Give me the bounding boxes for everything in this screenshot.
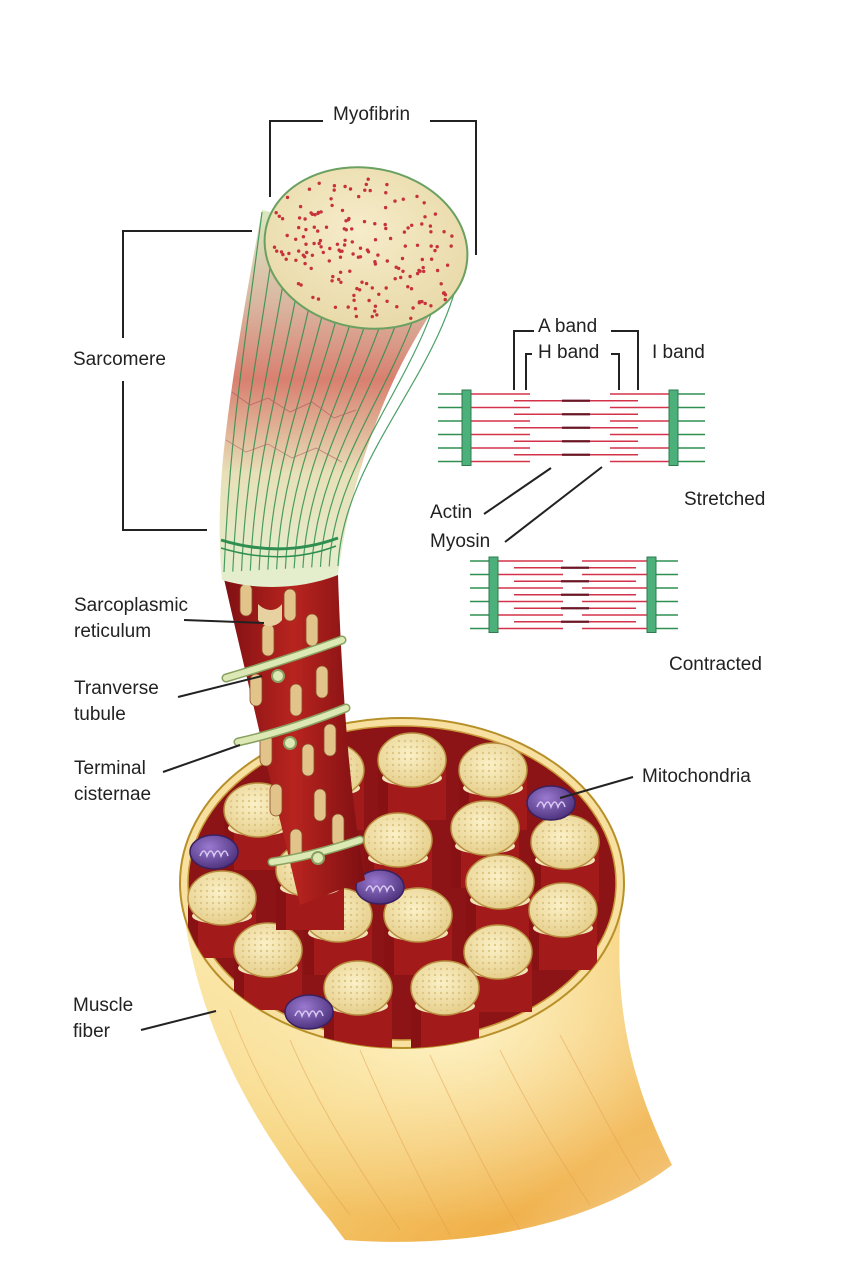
- a-band-label: A band: [538, 316, 598, 337]
- myofibrin-label: Myofibrin: [333, 104, 411, 125]
- actin-label: Actin: [430, 502, 473, 523]
- myosin-leader: [504, 466, 603, 543]
- sr-channel: [323, 723, 337, 757]
- muscle-fiber-leader: [140, 1010, 217, 1031]
- myofibril-cap-filaments: [272, 177, 454, 320]
- muscle-fiber-line1: Muscle: [73, 995, 134, 1016]
- z-disc: [488, 556, 499, 633]
- h-band-bracket-right: [611, 353, 620, 390]
- muscle-fiber-label: Muscle fiber: [73, 993, 133, 1045]
- sr-channel: [315, 665, 329, 699]
- contracted-label: Contracted: [669, 654, 762, 675]
- sarcoplasmic-reticulum-line1: Sarcoplasmic: [74, 595, 189, 616]
- sr-channel: [305, 613, 319, 647]
- a-band-bracket-left: [513, 330, 534, 390]
- sarcomere-contracted-schematic: [470, 556, 678, 633]
- terminal-cisternae-line1: Terminal: [74, 758, 146, 779]
- leader-lines: [122, 120, 639, 1031]
- sr-channel: [239, 583, 253, 617]
- sr-channel: [269, 783, 283, 817]
- sarcomere-stretched-schematic: [438, 389, 705, 466]
- h-band-label: H band: [538, 342, 600, 363]
- mitochondria-label: Mitochondria: [642, 766, 751, 787]
- i-band-label: I band: [652, 342, 705, 363]
- h-band-bracket-left: [525, 353, 532, 390]
- transverse-leader: [177, 675, 263, 698]
- a-band-bracket-right: [611, 330, 639, 390]
- sarcomere-label: Sarcomere: [73, 349, 166, 370]
- sarcoplasmic-reticulum-line2: reticulum: [74, 621, 152, 642]
- myofibrin-bracket-right: [430, 120, 477, 255]
- transverse-tubule-line2: tubule: [74, 704, 126, 725]
- z-disc: [461, 389, 472, 466]
- sr-channel: [249, 673, 263, 707]
- mitochondria-icon: [284, 994, 334, 1030]
- sarcoplasmic-reticulum-label: Sarcoplasmic reticulum: [74, 593, 188, 645]
- sarcoplasmic-leader: [183, 619, 265, 624]
- mitochondria-icon: [526, 785, 576, 821]
- sarcomere-bracket-bottom: [122, 381, 207, 531]
- z-disc: [646, 556, 657, 633]
- stretched-label: Stretched: [684, 489, 766, 510]
- sr-channel: [261, 623, 275, 657]
- sr-channel: [289, 683, 303, 717]
- transverse-tubules: [221, 635, 365, 867]
- mitochondria-icon: [355, 869, 405, 905]
- terminal-cisternae-line2: cisternae: [74, 784, 152, 805]
- muscle-fiber-line2: fiber: [73, 1021, 110, 1042]
- mitochondria-icon: [189, 834, 239, 870]
- sarcomere-bracket-top: [122, 230, 252, 338]
- terminal-cisternae-label: Terminal cisternae: [74, 756, 151, 808]
- sr-channel: [301, 743, 315, 777]
- sr-channel: [313, 788, 327, 822]
- z-disc: [668, 389, 679, 466]
- myosin-label: Myosin: [430, 531, 491, 552]
- actin-leader: [483, 467, 552, 515]
- sr-channel: [283, 588, 297, 622]
- transverse-tubule-label: Tranverse tubule: [74, 676, 159, 728]
- transverse-tubule-line1: Tranverse: [74, 678, 159, 699]
- myofibrin-bracket-left: [269, 120, 323, 197]
- myofibril-rod: [219, 166, 469, 587]
- mitochondria-leader: [559, 776, 634, 799]
- terminal-leader: [162, 744, 241, 773]
